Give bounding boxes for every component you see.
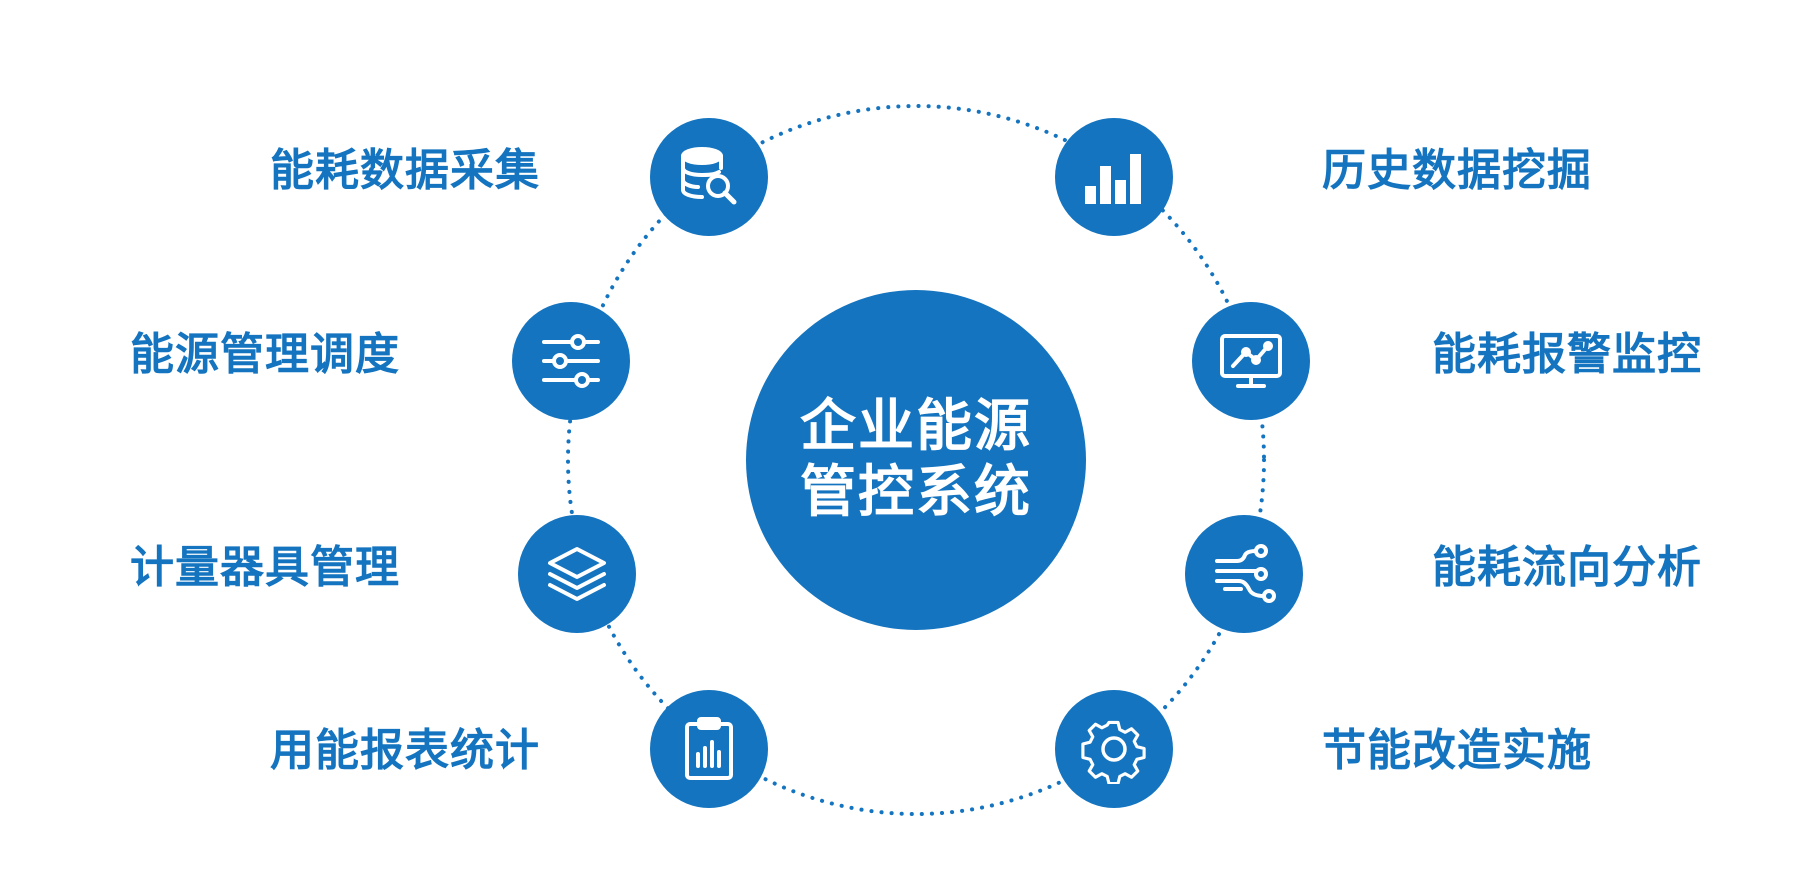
center-title-line2: 管控系统 (800, 460, 1032, 525)
clipboard-chart-icon (685, 717, 733, 780)
layers-icon (548, 547, 606, 601)
gear-icon (1081, 720, 1146, 784)
center-hub: 企业能源 管控系统 (746, 290, 1086, 630)
label-meter-management: 计量器具管理 (130, 542, 400, 593)
label-energy-flow: 能耗流向分析 (1432, 542, 1702, 593)
label-alarm-monitor: 能耗报警监控 (1432, 329, 1702, 380)
label-energy-retrofit: 节能改造实施 (1322, 725, 1592, 776)
node-energy-report[interactable] (650, 690, 768, 808)
node-energy-flow[interactable] (1185, 515, 1303, 633)
label-energy-dispatch: 能源管理调度 (130, 329, 400, 380)
node-energy-data-collection[interactable] (650, 118, 768, 236)
bar-chart-icon (1085, 154, 1141, 204)
node-meter-management[interactable] (518, 515, 636, 633)
center-title-line1: 企业能源 (800, 394, 1032, 459)
node-energy-dispatch[interactable] (512, 302, 630, 420)
monitor-chart-icon (1220, 334, 1282, 388)
label-energy-data-collection: 能耗数据采集 (270, 145, 540, 196)
node-history-mining[interactable] (1055, 118, 1173, 236)
node-alarm-monitor[interactable] (1192, 302, 1310, 420)
label-history-mining: 历史数据挖掘 (1322, 145, 1592, 196)
node-energy-retrofit[interactable] (1055, 690, 1173, 808)
label-energy-report: 用能报表统计 (270, 725, 540, 776)
database-search-icon (681, 147, 737, 205)
flow-nodes-icon (1215, 544, 1276, 603)
sliders-icon (542, 334, 600, 388)
